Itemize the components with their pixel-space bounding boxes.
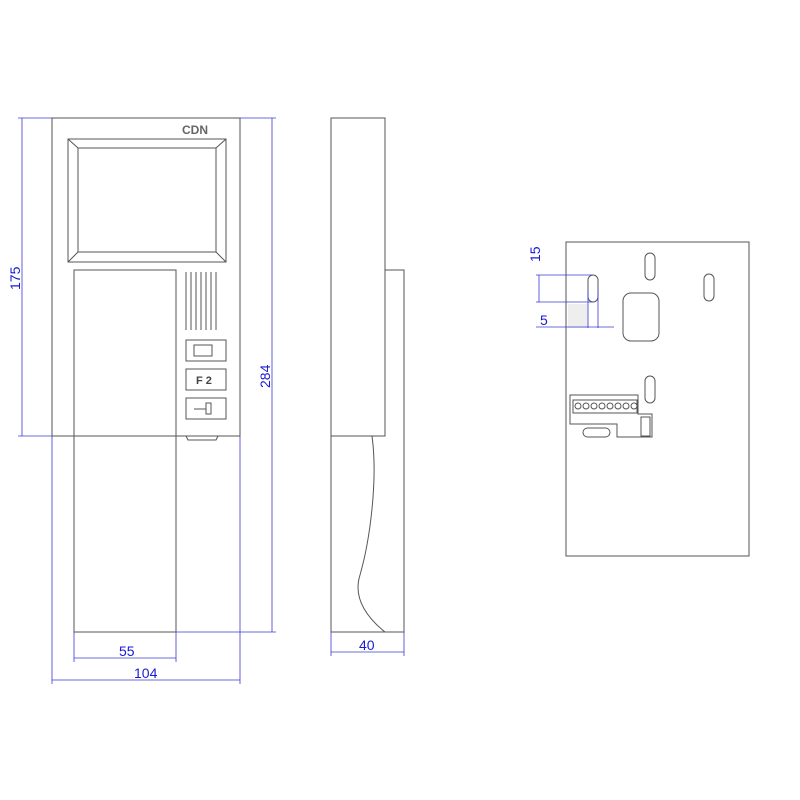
handset-cord [357,435,386,633]
terminal-screws [574,402,638,410]
dimension-284: 284 [176,117,276,633]
front-view: CDN F 2 [51,117,241,633]
side-view [330,117,405,633]
f2-button[interactable]: F 2 [185,368,227,391]
f2-button-label: F 2 [196,375,212,387]
door-key-button[interactable] [185,397,227,420]
bottom-tab [185,435,219,441]
screen [67,138,227,263]
dimension-104: 104 [51,436,241,684]
speaker-grille [185,272,217,330]
mounting-slot [644,375,656,404]
handset [73,269,177,633]
svg-text:284: 284 [257,364,273,388]
svg-text:15: 15 [527,246,543,262]
mounting-slot [703,273,715,302]
svg-text:104: 104 [134,665,158,681]
svg-text:40: 40 [359,637,375,653]
logo: CDN [182,123,208,137]
svg-text:55: 55 [119,643,135,659]
svg-text:5: 5 [540,312,548,328]
svg-text:175: 175 [7,266,23,290]
key-icon [194,402,212,415]
wall-bracket [565,241,750,557]
monitor-body [51,117,241,437]
dimension-175: 175 [7,117,52,437]
mounting-slot [587,274,599,303]
cable-hole [622,292,660,342]
dimension-15: 15 [527,246,593,303]
dimension-55: 55 [73,632,177,662]
dimension-5: 5 [536,290,614,328]
mounting-slot [644,252,656,281]
dimension-40: 40 [330,632,405,656]
monitor-button[interactable] [185,339,227,362]
